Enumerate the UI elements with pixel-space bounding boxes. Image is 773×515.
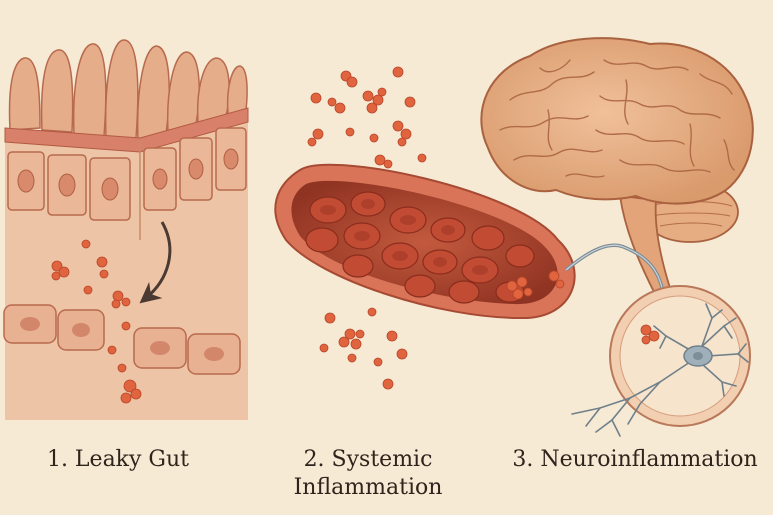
- caption-leaky-gut: 1. Leaky Gut: [46, 447, 190, 472]
- caption-line-2: Inflammation: [293, 475, 443, 500]
- caption-line-1: 2. Systemic: [303, 447, 433, 472]
- neuron-cross-section: [571, 285, 751, 437]
- neuro-particles: [640, 324, 660, 345]
- lower-nuclei: [20, 317, 224, 361]
- red-blood-cells: [305, 191, 535, 304]
- rbc-centers: [320, 199, 488, 275]
- cerebrum: [480, 37, 754, 205]
- cell-nuclei: [17, 148, 239, 201]
- blood-vessel-illustration: [274, 66, 576, 390]
- vessel-particle-cluster: [506, 270, 565, 300]
- caption-neuroinflammation: 3. Neuroinflammation: [512, 447, 758, 472]
- caption-systemic-inflammation: 2. Systemic Inflammation: [268, 446, 468, 502]
- gut-leak-arrow: [139, 221, 172, 304]
- neuron: [571, 303, 749, 437]
- lower-epithelium: [3, 304, 241, 375]
- gut-particles: [51, 239, 142, 404]
- neuron-circle-inner: [619, 295, 741, 417]
- gut-mucosa-band: [4, 107, 249, 153]
- brain-gyri: [499, 59, 735, 178]
- brain-illustration: [480, 37, 754, 294]
- blood-particles-above: [307, 66, 427, 169]
- blood-particles-below: [319, 307, 408, 390]
- intestinal-villi: [8, 39, 248, 140]
- leaky-gut-illustration: [3, 39, 249, 420]
